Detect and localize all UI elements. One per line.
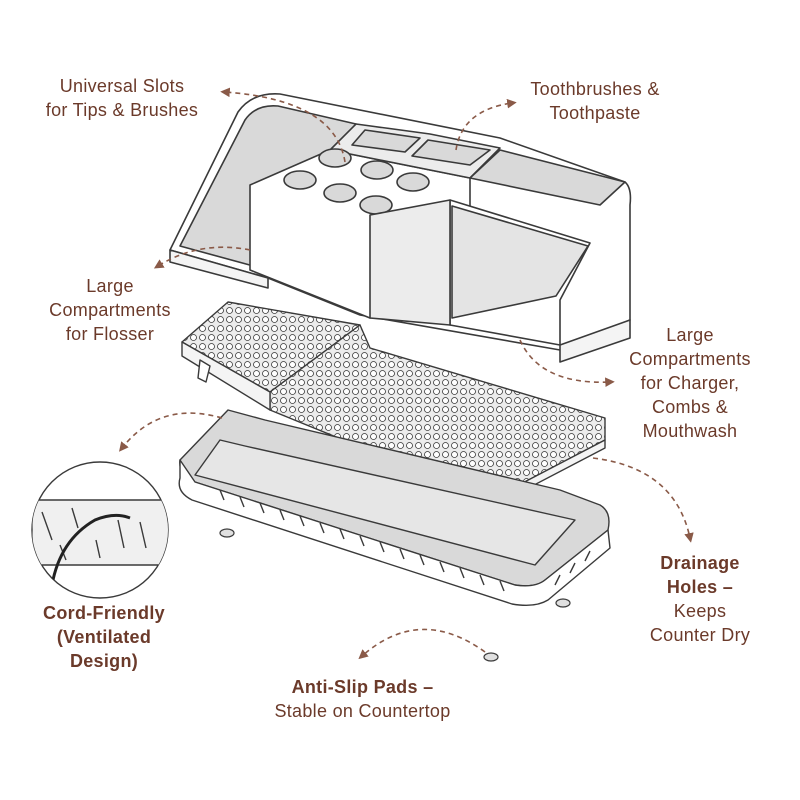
callout-flosser: Large Compartments for Flosser: [20, 274, 200, 346]
callout-line: Stable on Countertop: [274, 701, 451, 721]
anti-slip-pads: [219, 528, 571, 662]
callout-line: for Flosser: [65, 324, 155, 344]
callout-line: Large: [86, 276, 134, 296]
callout-line: Universal Slots: [59, 76, 185, 96]
drainage-tray: [181, 301, 606, 509]
top-organizer: [169, 93, 632, 363]
callout-line: Mouthwash: [642, 421, 738, 441]
callout-line: for Charger,: [640, 373, 740, 393]
callout-title: Cord-Friendly: [43, 603, 165, 623]
callout-line: for Tips & Brushes: [45, 100, 199, 120]
callout-line: Counter Dry: [649, 625, 751, 645]
callout-title: Holes –: [666, 577, 734, 597]
callout-line: Toothpaste: [549, 103, 641, 123]
callout-line: Toothbrushes &: [530, 79, 660, 99]
callout-title: Drainage: [660, 553, 740, 573]
callout-charger: Large Compartments for Charger, Combs & …: [600, 323, 780, 443]
cord-detail-icon: [31, 461, 169, 599]
callout-title: (Ventilated: [56, 627, 152, 647]
callout-cord: Cord-Friendly (Ventilated Design): [14, 601, 194, 673]
dashed-arrow-icon: [119, 87, 694, 660]
callout-line: Compartments: [49, 300, 171, 320]
callout-line: Compartments: [629, 349, 751, 369]
callout-line: Large: [666, 325, 714, 345]
callout-line: Combs &: [651, 397, 729, 417]
callout-line: Keeps: [673, 601, 727, 621]
callout-toothbrushes: Toothbrushes & Toothpaste: [505, 77, 685, 125]
base-tray: [178, 409, 611, 607]
callout-title: Design): [69, 651, 139, 671]
callout-title: Anti-Slip Pads –: [291, 677, 434, 697]
callout-universal-slots: Universal Slots for Tips & Brushes: [22, 74, 222, 122]
callout-drainage: Drainage Holes – Keeps Counter Dry: [620, 551, 780, 647]
callout-antislip: Anti-Slip Pads – Stable on Countertop: [240, 675, 485, 723]
